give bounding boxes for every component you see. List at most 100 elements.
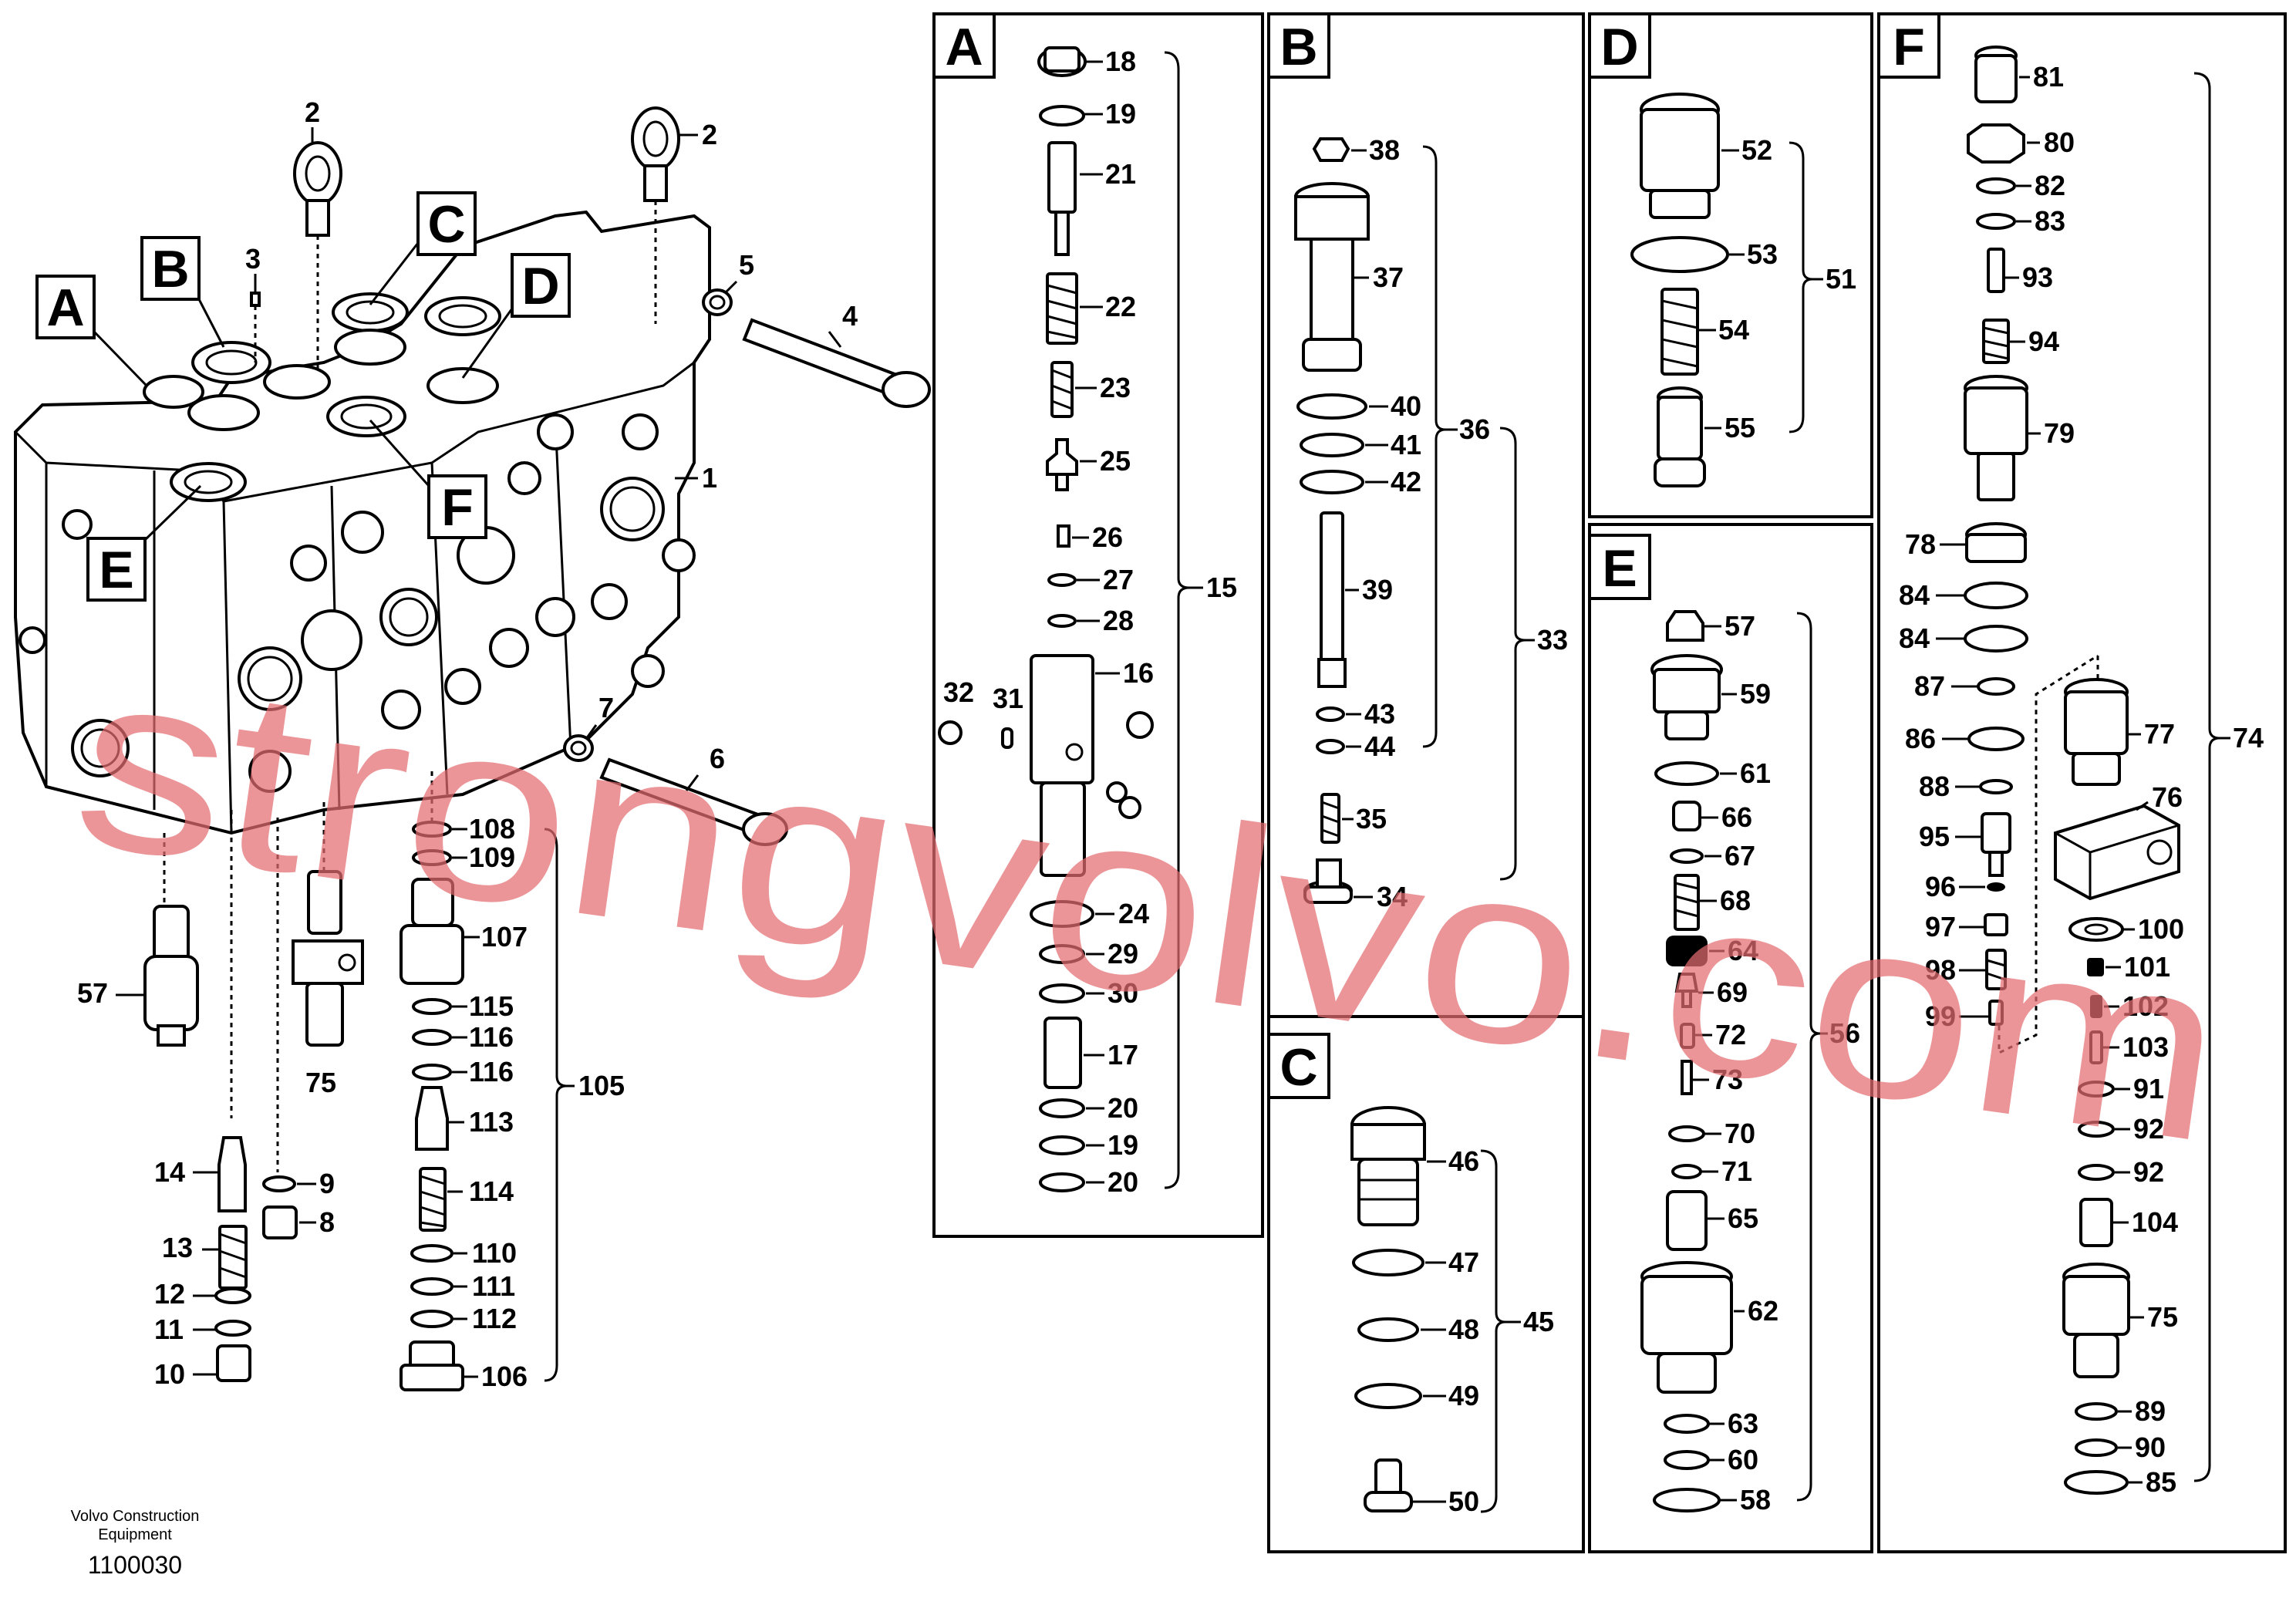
- svg-text:82: 82: [2035, 170, 2065, 201]
- svg-text:22: 22: [1105, 291, 1136, 322]
- svg-text:57: 57: [77, 977, 108, 1009]
- svg-text:88: 88: [1919, 771, 1950, 802]
- svg-text:84: 84: [1899, 579, 1930, 611]
- svg-text:53: 53: [1747, 238, 1778, 270]
- svg-text:57: 57: [1725, 610, 1755, 642]
- svg-text:87: 87: [1914, 670, 1945, 702]
- svg-text:D: D: [521, 257, 559, 315]
- svg-text:112: 112: [472, 1303, 517, 1334]
- company-name: Volvo Construction: [71, 1508, 200, 1525]
- svg-text:C: C: [427, 195, 465, 254]
- svg-text:116: 116: [469, 1021, 514, 1053]
- svg-text:9: 9: [319, 1168, 335, 1199]
- footer: Volvo Construction Equipment 1100030: [71, 1508, 200, 1579]
- svg-text:72: 72: [1715, 1019, 1746, 1050]
- svg-text:94: 94: [2028, 325, 2059, 357]
- svg-text:100: 100: [2138, 913, 2184, 945]
- svg-text:86: 86: [1905, 723, 1936, 754]
- svg-text:strongvolvo.com: strongvolvo.com: [61, 613, 2239, 1197]
- svg-text:76: 76: [2152, 781, 2183, 813]
- panel-F: F: [1877, 12, 2287, 1553]
- main-lower-parts: [143, 821, 464, 1391]
- svg-text:25: 25: [1100, 445, 1131, 477]
- svg-text:84: 84: [1899, 622, 1930, 654]
- panel-E-parts: [1640, 610, 1733, 1512]
- svg-text:48: 48: [1448, 1313, 1479, 1345]
- svg-text:73: 73: [1712, 1064, 1743, 1095]
- tag-F[interactable]: F: [369, 420, 487, 539]
- svg-text:33: 33: [1537, 624, 1568, 656]
- tag-E[interactable]: E: [86, 484, 202, 602]
- group-105-labels: 108 109 107 115 116 116 113 114 110 111 …: [447, 813, 528, 1392]
- svg-text:106: 106: [481, 1361, 528, 1392]
- svg-text:2: 2: [305, 96, 320, 128]
- svg-text:61: 61: [1740, 757, 1771, 789]
- svg-text:7: 7: [598, 692, 614, 723]
- svg-text:24: 24: [1118, 898, 1149, 929]
- drawing-id: 1100030: [88, 1551, 182, 1579]
- svg-text:32: 32: [943, 676, 974, 708]
- svg-text:58: 58: [1740, 1484, 1771, 1516]
- svg-text:B: B: [151, 240, 189, 298]
- svg-text:37: 37: [1373, 261, 1404, 293]
- tag-C[interactable]: C: [369, 191, 477, 305]
- eye-bolt-right: [631, 106, 680, 202]
- svg-text:60: 60: [1728, 1444, 1758, 1475]
- panel-B-parts: [1294, 137, 1370, 904]
- svg-text:3: 3: [245, 243, 261, 275]
- watermark: strongvolvo.com: [61, 613, 2239, 1197]
- panel-D-parts: [1630, 93, 1729, 487]
- svg-text:116: 116: [469, 1056, 514, 1088]
- svg-text:23: 23: [1100, 372, 1131, 403]
- bolt-6: [599, 757, 788, 846]
- svg-text:81: 81: [2033, 61, 2064, 93]
- svg-text:52: 52: [1741, 134, 1772, 166]
- svg-text:71: 71: [1721, 1155, 1752, 1187]
- svg-text:64: 64: [1728, 935, 1758, 966]
- svg-text:114: 114: [469, 1175, 514, 1207]
- svg-text:69: 69: [1717, 976, 1748, 1008]
- tag-A[interactable]: A: [35, 275, 148, 387]
- panel-D: D 52 53 54 55 51: [1588, 12, 1873, 518]
- svg-text:66: 66: [1721, 801, 1752, 833]
- svg-text:11: 11: [154, 1313, 184, 1345]
- svg-text:55: 55: [1725, 412, 1755, 443]
- svg-text:102: 102: [2122, 990, 2169, 1022]
- svg-text:113: 113: [469, 1106, 514, 1138]
- svg-text:36: 36: [1459, 413, 1490, 445]
- panel-F-labels: 81 80 82 83 93 94 79 78 84 84 87 86 88 9…: [1899, 61, 2264, 1498]
- svg-text:17: 17: [1108, 1039, 1138, 1071]
- svg-text:44: 44: [1364, 730, 1395, 762]
- svg-text:42: 42: [1391, 466, 1421, 497]
- svg-text:95: 95: [1919, 821, 1950, 852]
- svg-text:19: 19: [1105, 98, 1136, 130]
- svg-text:18: 18: [1105, 46, 1136, 77]
- svg-text:43: 43: [1364, 698, 1395, 730]
- main-view-labels: 1 2 2 3 4 5 6 7 8 9 10 11 12 13 14 57 75…: [77, 96, 858, 1390]
- svg-text:14: 14: [154, 1156, 185, 1188]
- svg-text:97: 97: [1925, 911, 1956, 943]
- svg-text:91: 91: [2133, 1073, 2164, 1104]
- svg-text:20: 20: [1108, 1092, 1138, 1124]
- svg-text:104: 104: [2132, 1206, 2178, 1238]
- svg-text:51: 51: [1826, 263, 1856, 295]
- svg-text:39: 39: [1362, 574, 1393, 605]
- svg-text:107: 107: [481, 921, 528, 953]
- tag-B[interactable]: B: [140, 236, 225, 348]
- svg-text:96: 96: [1925, 871, 1956, 902]
- svg-text:40: 40: [1391, 390, 1421, 422]
- panel-A: A 18: [932, 12, 1264, 1238]
- panel-A-parts: [938, 46, 1154, 1192]
- panel-A-labels: 18 19 21 22 23 25 26 27 28 16 32 31 24 2…: [943, 46, 1237, 1198]
- svg-text:1: 1: [702, 462, 717, 494]
- tag-D[interactable]: D: [461, 253, 571, 379]
- svg-text:56: 56: [1829, 1017, 1860, 1049]
- svg-text:83: 83: [2035, 205, 2065, 237]
- svg-text:74: 74: [2233, 722, 2264, 754]
- svg-text:68: 68: [1720, 885, 1751, 916]
- svg-text:41: 41: [1391, 429, 1421, 460]
- svg-text:78: 78: [1905, 528, 1936, 560]
- panel-C: C 46 47 48 49 50 45: [1267, 1015, 1585, 1553]
- panel-E-labels: 57 59 61 66 67 68 64 69 72 73 70 71 65 6…: [1693, 610, 1860, 1516]
